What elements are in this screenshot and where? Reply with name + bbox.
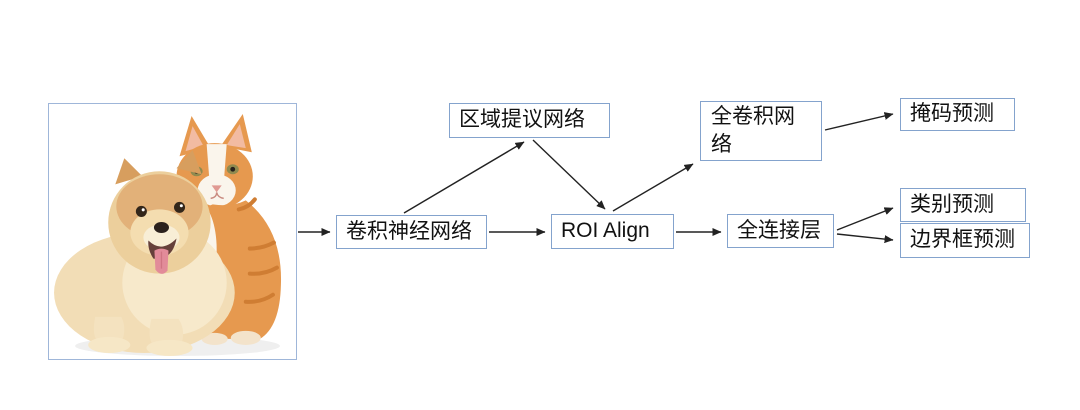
node-label: ROI Align <box>561 219 650 243</box>
edge-cnn-to-rpn <box>403 141 525 214</box>
node-label: 区域提议网络 <box>459 108 585 132</box>
edge-fc-to-class <box>836 207 894 231</box>
dog-figure <box>54 150 235 356</box>
edge-fcn-to-mask <box>824 112 894 131</box>
input-image <box>48 103 297 360</box>
edge-roi-to-fcn <box>612 163 694 212</box>
node-label: 类别预测 <box>910 192 994 216</box>
edge-fc-to-bbox <box>836 233 894 244</box>
node-mask-prediction: 掩码预测 <box>900 98 1015 131</box>
node-label: 掩码预测 <box>910 102 994 126</box>
node-region-proposal-network: 区域提议网络 <box>449 103 610 138</box>
dog-and-cat-illustration <box>54 114 282 356</box>
node-label: 卷积神经网络 <box>346 219 472 243</box>
node-class-prediction: 类别预测 <box>900 188 1026 222</box>
node-label: 全卷积网络 <box>711 105 795 156</box>
node-fully-convolutional-network: 全卷积网络 <box>700 101 822 161</box>
node-fully-connected-layer: 全连接层 <box>727 214 834 248</box>
node-bounding-box-prediction: 边界框预测 <box>900 223 1030 258</box>
node-roi-align: ROI Align <box>551 214 674 249</box>
node-label: 边界框预测 <box>910 228 1015 252</box>
node-label: 全连接层 <box>737 218 821 242</box>
node-convolutional-neural-network: 卷积神经网络 <box>336 215 487 249</box>
edge-rpn-to-roi <box>532 139 606 210</box>
